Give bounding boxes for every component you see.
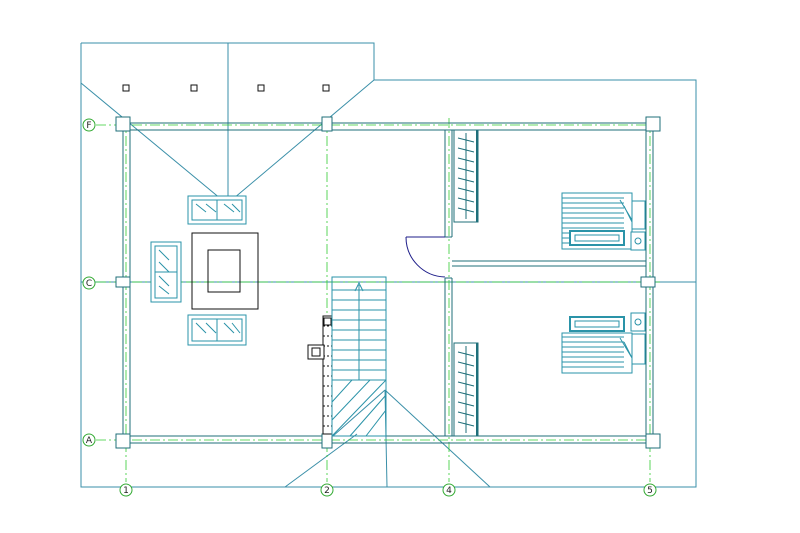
staircase (331, 276, 387, 437)
grid-label-5: 5 (643, 483, 657, 497)
wall-posts (115, 116, 661, 449)
grid-label-text-1: 1 (123, 486, 129, 496)
roof-vents (122, 84, 330, 92)
walls (116, 118, 660, 448)
grid-label-A: A (82, 433, 96, 447)
grid-label-text-2: 2 (324, 486, 330, 496)
grid-axes (96, 118, 660, 482)
grid-label-text-4: 4 (446, 486, 452, 496)
closet-top (453, 129, 479, 223)
grid-label-C: C (82, 276, 96, 290)
bed-bottom (561, 312, 646, 374)
sofa-left (150, 241, 182, 303)
bed-top (561, 192, 646, 251)
fireplace (307, 315, 333, 435)
grid-label-1: 1 (119, 483, 133, 497)
sofa-bottom (187, 314, 247, 346)
sofa-top (187, 195, 247, 225)
grid-label-text-F: F (86, 121, 91, 131)
grid-label-F: F (82, 118, 96, 132)
closet-bottom (453, 342, 479, 437)
grid-label-text-5: 5 (647, 486, 653, 496)
grid-label-2: 2 (320, 483, 334, 497)
grid-label-text-A: A (86, 436, 93, 446)
grid-label-text-C: C (86, 279, 92, 289)
door (405, 236, 446, 278)
rug-coffee-table (191, 232, 259, 310)
grid-label-4: 4 (442, 483, 456, 497)
